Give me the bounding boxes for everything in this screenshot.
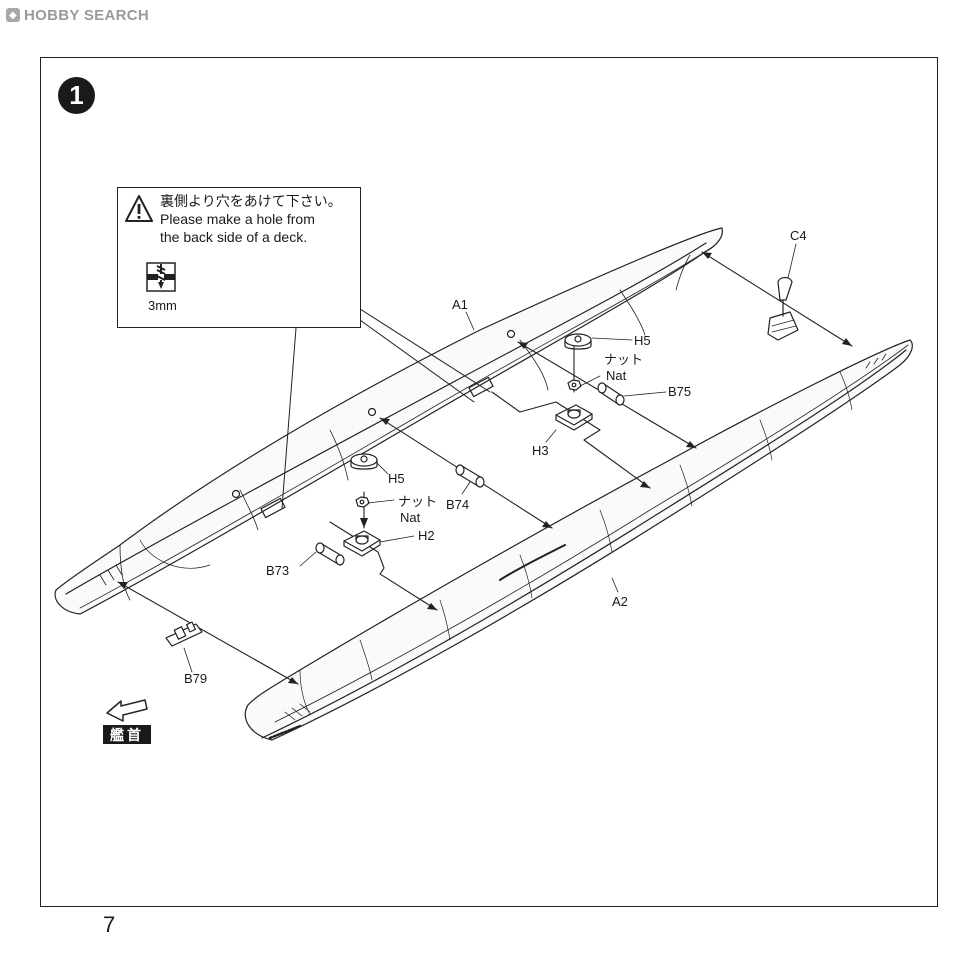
hull-half-a1 (54, 227, 723, 615)
label-nut-ja-upper: ナット (604, 352, 644, 367)
label-nat-lower: Nat (400, 510, 421, 525)
part-h3 (555, 404, 593, 431)
note-english-line-1: Please make a hole from (160, 211, 315, 227)
label-b73: B73 (266, 563, 290, 578)
callout-box (117, 187, 361, 328)
hobby-search-logo-icon: ◆ (6, 8, 20, 22)
part-nut-lower (355, 496, 370, 508)
hull-half-a2 (244, 339, 913, 741)
warning-triangle-icon (125, 195, 153, 222)
label-h5-upper: H5 (634, 333, 651, 348)
part-c4-rudder (767, 276, 799, 341)
part-b79 (165, 621, 203, 647)
label-b79: B79 (184, 671, 208, 686)
step-number: 1 (69, 80, 84, 110)
part-h2 (343, 530, 381, 557)
label-a1: A1 (452, 297, 468, 312)
label-h5-lower: H5 (388, 471, 405, 486)
label-nat-upper: Nat (606, 368, 627, 383)
label-b74: B74 (446, 497, 470, 512)
note-english-line-2: the back side of a deck. (160, 229, 308, 245)
part-h5-upper (564, 333, 592, 350)
label-a2: A2 (612, 594, 628, 609)
note-japanese: 裏側より穴をあけて下さい。 (160, 193, 342, 209)
bow-label: 艦首 (103, 725, 151, 744)
page-number: 7 (103, 912, 116, 937)
part-h5-lower (350, 453, 378, 470)
arrow-left-icon (106, 699, 148, 722)
part-b73 (315, 542, 345, 566)
step-number-badge: 1 (58, 77, 95, 114)
label-b75: B75 (668, 384, 692, 399)
label-c4: C4 (790, 228, 807, 243)
part-b74 (455, 464, 485, 488)
drill-size-label: 3mm (148, 298, 177, 313)
label-h3: H3 (532, 443, 549, 458)
watermark: ◆ HOBBY SEARCH (6, 5, 149, 25)
part-b75 (597, 382, 625, 406)
part-nut-upper (567, 379, 582, 391)
label-nut-ja-lower: ナット (398, 494, 438, 509)
label-h2: H2 (418, 528, 435, 543)
drill-icon (146, 262, 176, 292)
instruction-frame (40, 57, 938, 907)
watermark-text: HOBBY SEARCH (24, 6, 150, 24)
